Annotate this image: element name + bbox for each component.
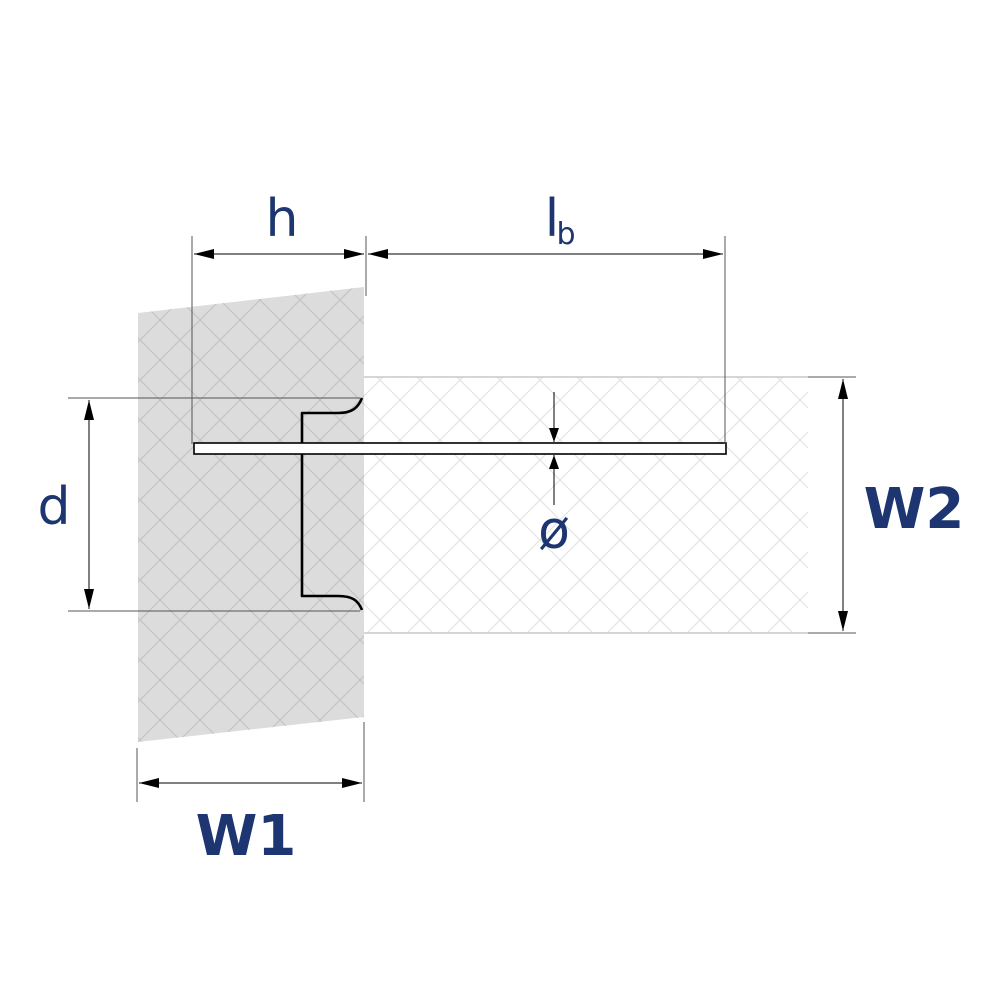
dimension-lines xyxy=(84,249,848,788)
label-h: h xyxy=(266,189,299,249)
insulation-layer xyxy=(364,376,808,634)
anchor-rod xyxy=(193,442,727,455)
label-w2: W2 xyxy=(864,477,965,542)
label-d: d xyxy=(37,477,70,537)
label-lb-subscript: b xyxy=(556,217,575,252)
label-lb: l xyxy=(545,189,559,249)
label-diameter: ø xyxy=(538,501,570,561)
label-w1: W1 xyxy=(196,804,297,869)
base-wall xyxy=(138,287,364,742)
extension-lines xyxy=(68,236,856,802)
anchor-sleeve-profile xyxy=(300,397,364,611)
